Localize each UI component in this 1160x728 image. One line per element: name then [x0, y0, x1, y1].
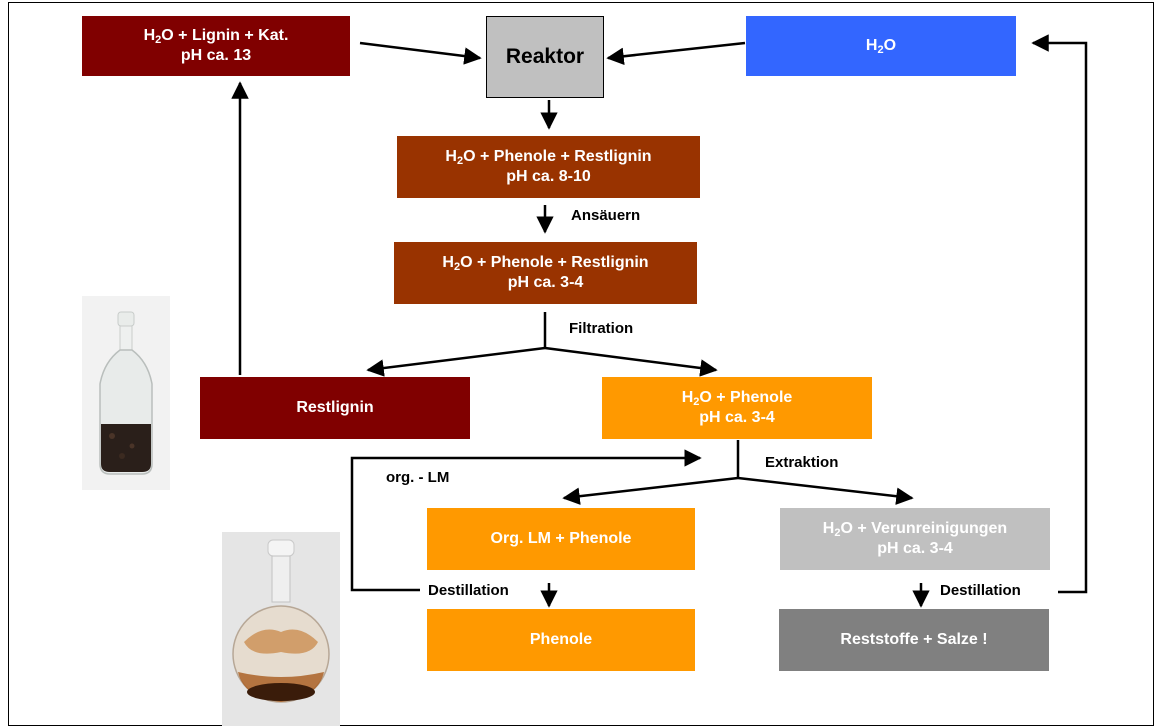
arrow-filtration-right: [544, 346, 718, 377]
phenole-label: Phenole: [529, 631, 593, 648]
water-recycle-loop: [1031, 34, 1088, 594]
reactor-label: Reaktor: [505, 45, 585, 68]
arrow-water-to-reactor: [606, 41, 746, 65]
residues-label: Reststoffe + Salze !: [840, 631, 988, 648]
solvent-loop: [350, 449, 702, 592]
arrow-extraction-left: [562, 476, 739, 505]
acidified-box: H2O + Phenole + Restlignin pH ca. 3-4: [394, 242, 697, 304]
arrow-feed-to-reactor: [359, 41, 482, 65]
distillation-left-label: Destillation: [428, 582, 509, 599]
arrow-extraction-right: [737, 476, 914, 505]
phenole-box: Phenole: [427, 609, 695, 671]
solvent-recycle-label: org. - LM: [386, 469, 450, 486]
water-label: H2O: [865, 37, 897, 56]
aqueous-phase-line1: H2O + Verunreinigungen: [822, 520, 1008, 539]
acidified-line2: pH ca. 3-4: [507, 274, 584, 291]
bottle-photo: [82, 296, 170, 490]
residues-box: Reststoffe + Salze !: [779, 609, 1049, 671]
reactor-output-line2: pH ca. 8-10: [506, 168, 591, 185]
organic-phase-label: Org. LM + Phenole: [490, 530, 632, 547]
feed-box: H2O + Lignin + Kat. pH ca. 13: [82, 16, 350, 76]
organic-phase-box: Org. LM + Phenole: [427, 508, 695, 570]
restlignin-label: Restlignin: [296, 399, 374, 416]
diagram-frame: [8, 2, 1154, 726]
feed-line1: H2O + Lignin + Kat.: [143, 27, 289, 46]
reactor-output-box: H2O + Phenole + Restlignin pH ca. 8-10: [397, 136, 700, 198]
acidified-line1: H2O + Phenole + Restlignin: [442, 254, 649, 273]
aqueous-phase-line2: pH ca. 3-4: [877, 540, 953, 557]
flask-photo: [222, 532, 340, 726]
reactor-output-line1: H2O + Phenole + Restlignin: [445, 148, 652, 167]
restlignin-box: Restlignin: [200, 377, 470, 439]
reactor-box: Reaktor: [486, 16, 604, 98]
extraction-label: Extraktion: [765, 454, 839, 471]
water-phenols-box: H2O + Phenole pH ca. 3-4: [602, 377, 872, 439]
filtration-label: Filtration: [569, 320, 634, 337]
distillation-right-label: Destillation: [940, 582, 1021, 599]
arrow-filtration-left: [366, 346, 546, 377]
aqueous-phase-box: H2O + Verunreinigungen pH ca. 3-4: [780, 508, 1050, 570]
acidify-label: Ansäuern: [571, 207, 641, 224]
feed-line2: pH ca. 13: [180, 47, 252, 64]
water-box: H2O: [746, 16, 1016, 76]
water-phenols-line2: pH ca. 3-4: [699, 409, 775, 426]
water-phenols-line1: H2O + Phenole: [681, 389, 793, 408]
